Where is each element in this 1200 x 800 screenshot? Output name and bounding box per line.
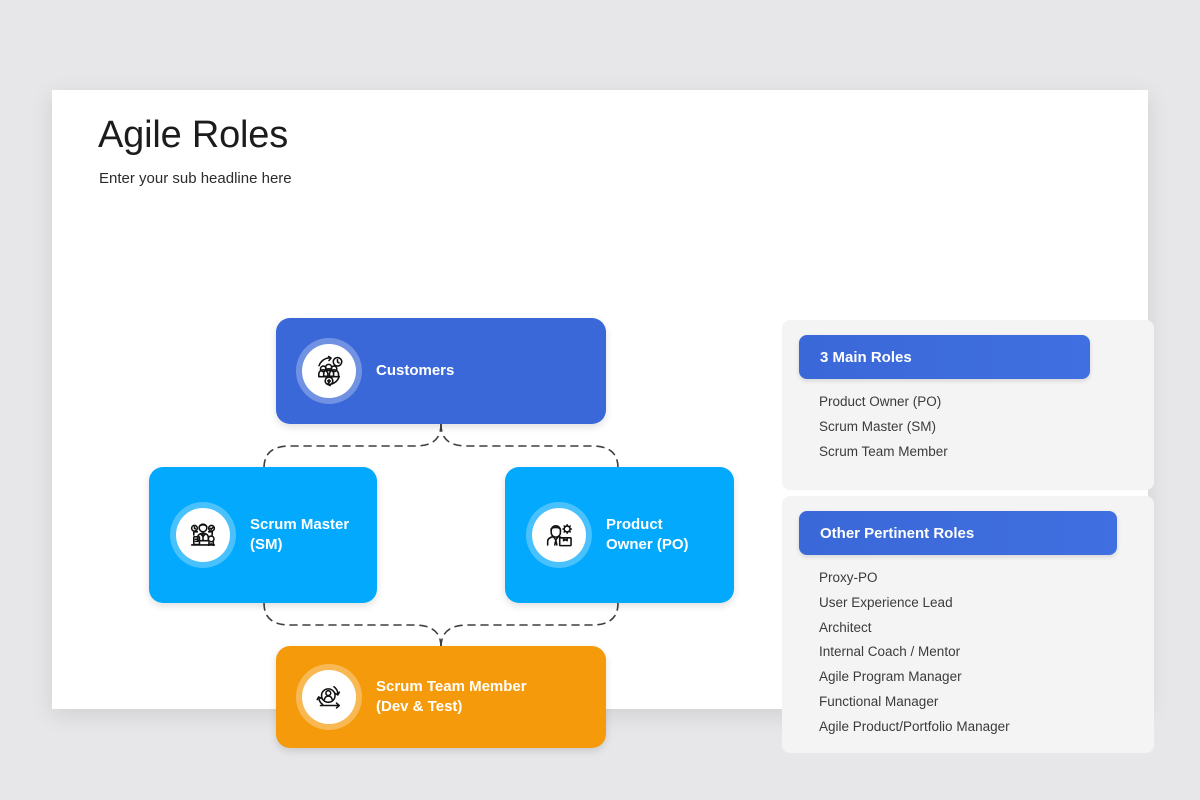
scrum-master-icon — [190, 523, 216, 547]
list-item: User Experience Lead — [819, 594, 953, 610]
panel-main-roles: 3 Main Roles Product Owner (PO) Scrum Ma… — [782, 320, 1154, 490]
customers-group-icon — [318, 355, 343, 387]
node-product-owner[interactable]: Product Owner (PO) — [505, 467, 734, 603]
panel-header-title: Other Pertinent Roles — [820, 524, 975, 542]
node-customers[interactable]: Customers — [276, 318, 606, 424]
node-label: Scrum Master (SM) — [250, 516, 350, 553]
list-item: Agile Program Manager — [819, 669, 962, 685]
customers-badge — [296, 338, 362, 404]
scrum-master-badge — [170, 502, 236, 568]
panel-other-roles: Other Pertinent Roles Proxy-PO User Expe… — [782, 496, 1154, 753]
list-item: Scrum Master (SM) — [819, 418, 937, 434]
product-owner-icon — [546, 524, 573, 547]
product-owner-badge — [526, 502, 592, 568]
node-scrum-master[interactable]: Scrum Master (SM) — [149, 467, 377, 603]
badge-disc — [302, 670, 356, 724]
node-team-member[interactable]: Scrum Team Member (Dev & Test) — [276, 646, 606, 748]
list-item: Agile Product/Portfolio Manager — [819, 718, 1010, 734]
badge-disc — [532, 508, 586, 562]
list-item: Functional Manager — [819, 693, 939, 709]
node-label: Product Owner (PO) — [606, 516, 689, 553]
page-subtitle: Enter your sub headline here — [99, 170, 292, 187]
list-item: Product Owner (PO) — [819, 394, 942, 409]
panel-header-title: 3 Main Roles — [820, 348, 912, 366]
list-item: Proxy-PO — [819, 570, 878, 585]
list-item: Internal Coach / Mentor — [819, 644, 961, 660]
other-roles-list: Proxy-PO User Experience Lead Architect … — [819, 566, 1142, 740]
list-item: Scrum Team Member — [819, 443, 948, 459]
panel-header-main-roles[interactable]: 3 Main Roles — [799, 335, 1090, 379]
panel-header-other-roles[interactable]: Other Pertinent Roles — [799, 511, 1117, 555]
agile-roles-diagram: Customers — [52, 90, 752, 748]
node-label: Scrum Team Member (Dev & Test) — [376, 678, 527, 715]
sprint-cycle-icon — [316, 685, 341, 709]
main-roles-list: Product Owner (PO) Scrum Master (SM) Scr… — [819, 390, 1142, 464]
list-item: Architect — [819, 619, 872, 635]
node-label: Customers — [376, 362, 455, 379]
team-member-badge — [296, 664, 362, 730]
slide-canvas: Agile Roles Enter your sub headline here — [52, 90, 1154, 753]
page-title: Agile Roles — [98, 114, 289, 156]
